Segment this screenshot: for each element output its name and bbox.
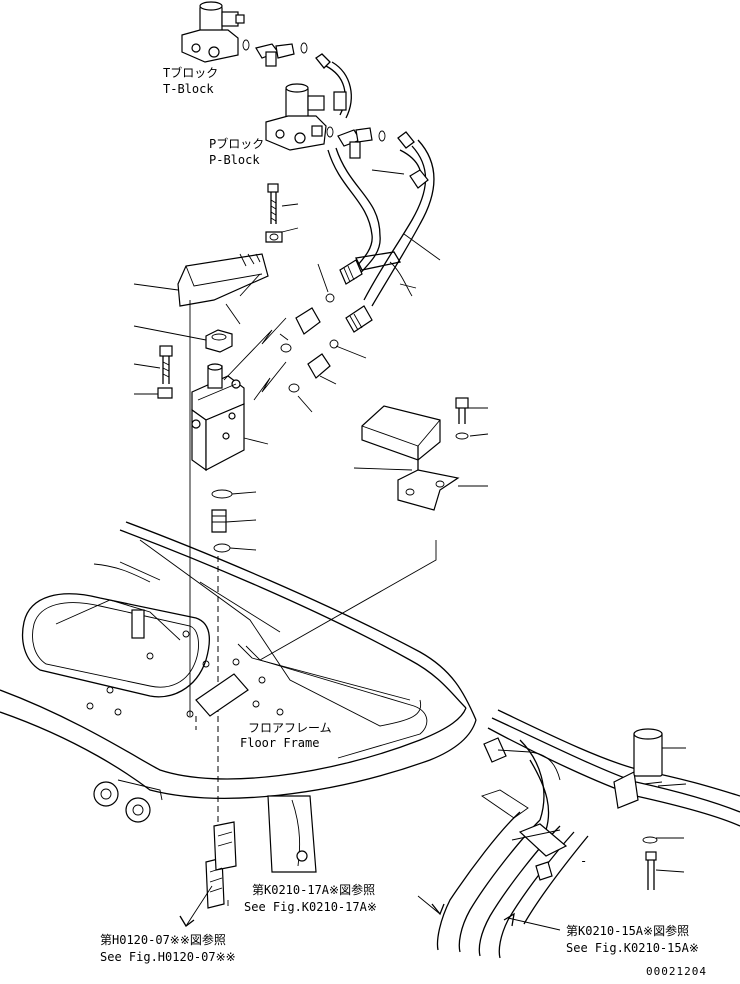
harness-detail	[436, 709, 740, 959]
p-block-label-en: P-Block	[209, 153, 260, 167]
t-block-valve	[181, 1, 245, 63]
ref-k0210-17-jp: 第K0210-17A※図参照	[252, 883, 376, 897]
bracket	[361, 405, 460, 511]
ref-h0120-07-jp: 第H0120-07※※図参照	[100, 933, 226, 947]
p-block-valve	[265, 83, 327, 151]
ref-k0210-17-en: See Fig.K0210-17A※	[244, 900, 377, 914]
small-mark: -	[580, 854, 588, 868]
ref-h0120-07-en: See Fig.H0120-07※※	[100, 950, 236, 964]
drawing-number: 00021204	[646, 965, 707, 978]
p-block-label-jp: Pブロック	[209, 137, 265, 151]
floor-frame-label-en: Floor Frame	[240, 736, 320, 750]
floor-frame	[0, 521, 477, 873]
t-block-label-jp: Tブロック	[163, 66, 219, 80]
leader-lines	[133, 169, 687, 873]
ref-k0210-15-jp: 第K0210-15A※図参照	[566, 924, 690, 938]
t-block-label-en: T-Block	[163, 82, 214, 96]
floor-frame-label-jp: フロアフレーム	[248, 721, 332, 735]
bottom-fittings	[205, 821, 237, 909]
t-block-fittings	[242, 39, 308, 67]
ref-k0210-15-en: See Fig.K0210-15A※	[566, 941, 699, 955]
valve-body	[191, 363, 245, 472]
